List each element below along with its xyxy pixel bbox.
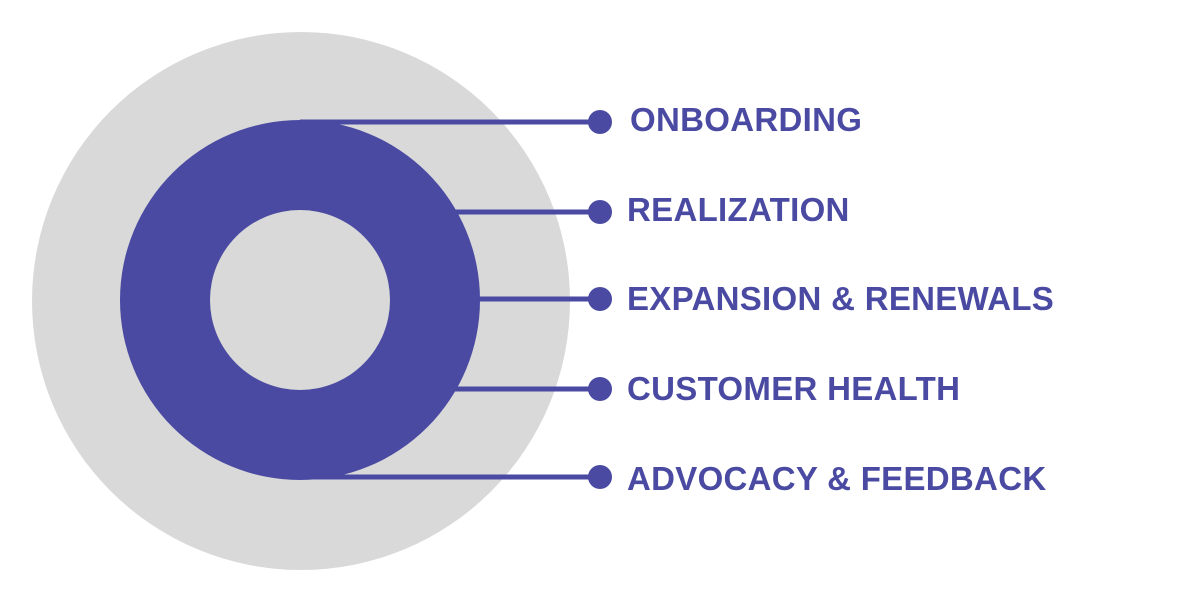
- stage-onboarding: ONBOARDING: [300, 101, 862, 138]
- stage-customer-health: CUSTOMER HEALTH: [445, 370, 960, 407]
- stage-label-onboarding: ONBOARDING: [630, 101, 862, 138]
- center-circle: [210, 210, 390, 390]
- connector-dot: [588, 110, 612, 134]
- stage-expansion-renewals: EXPANSION & RENEWALS: [470, 280, 1054, 317]
- stage-label-expansion-renewals: EXPANSION & RENEWALS: [627, 280, 1054, 317]
- stage-label-realization: REALIZATION: [627, 191, 850, 228]
- stage-realization: REALIZATION: [440, 191, 850, 228]
- connector-dot: [588, 377, 612, 401]
- connector-dot: [588, 465, 612, 489]
- stage-label-customer-health: CUSTOMER HEALTH: [627, 370, 960, 407]
- connector-dot: [588, 287, 612, 311]
- stage-advocacy-feedback: ADVOCACY & FEEDBACK: [300, 460, 1046, 497]
- connector-dot: [588, 200, 612, 224]
- stage-label-advocacy-feedback: ADVOCACY & FEEDBACK: [627, 460, 1046, 497]
